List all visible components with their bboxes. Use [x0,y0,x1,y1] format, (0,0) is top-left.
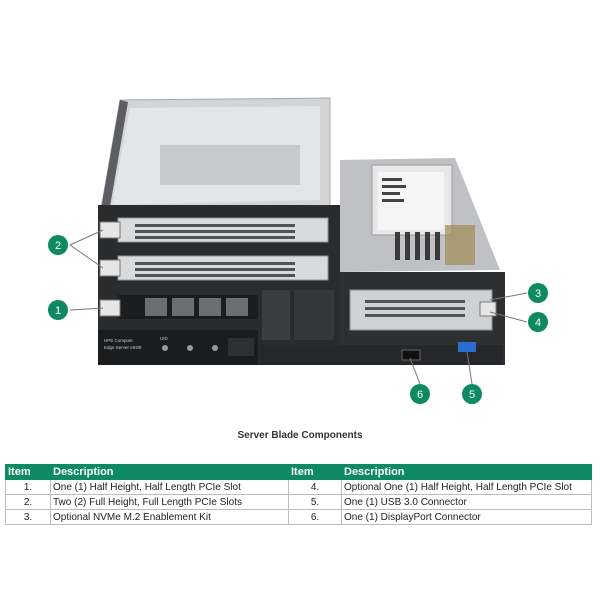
callout-2-label: 2 [55,240,61,252]
item-number: 4. [288,479,342,495]
item-description: One (1) Half Height, Half Length PCIe Sl… [50,479,289,495]
header-item-b: Item [288,464,342,480]
callout-2 [48,235,68,255]
callout-3 [528,283,548,303]
item-number: 3. [5,509,51,525]
item-description: Two (2) Full Height, Full Length PCIe Sl… [50,494,289,510]
callout-5 [462,384,482,404]
callout-4 [528,312,548,332]
callout-4-label: 4 [535,317,541,329]
displayport-connector [401,349,421,361]
item-number: 6. [288,509,342,525]
item-description: Optional NVMe M.2 Enablement Kit [50,509,289,525]
item-description: One (1) USB 3.0 Connector [341,494,592,510]
callout-1-label: 1 [55,305,61,317]
table-caption: Server Blade Components [237,430,363,441]
item-description: One (1) DisplayPort Connector [341,509,592,525]
components-table: Item Description Item Description 1. One… [5,464,592,525]
item-description: Optional One (1) Half Height, Half Lengt… [341,479,592,495]
table-header-row: Item Description Item Description [5,464,592,480]
bezel-text-line1: HPE Compute [104,338,133,343]
header-description-b: Description [341,464,592,480]
callout-5-label: 5 [469,389,475,401]
item-number: 1. [5,479,51,495]
table-row: 3. Optional NVMe M.2 Enablement Kit 6. O… [5,509,592,525]
header-item-a: Item [5,464,51,480]
bezel-text-line2: Edge Server e920t [104,345,142,350]
callout-6 [410,384,430,404]
callout-1 [48,300,68,320]
uid-label: UID [160,336,169,341]
item-number: 2. [5,494,51,510]
table-row: 1. One (1) Half Height, Half Length PCIe… [5,479,592,495]
usb-connector [458,342,476,352]
callout-3-label: 3 [535,288,541,300]
server-blade-illustration: HPE Compute Edge Server e920t UID 1 2 3 … [48,97,548,404]
callout-6-label: 6 [417,389,423,401]
table-row: 2. Two (2) Full Height, Full Length PCIe… [5,494,592,510]
header-description-a: Description [50,464,289,480]
item-number: 5. [288,494,342,510]
